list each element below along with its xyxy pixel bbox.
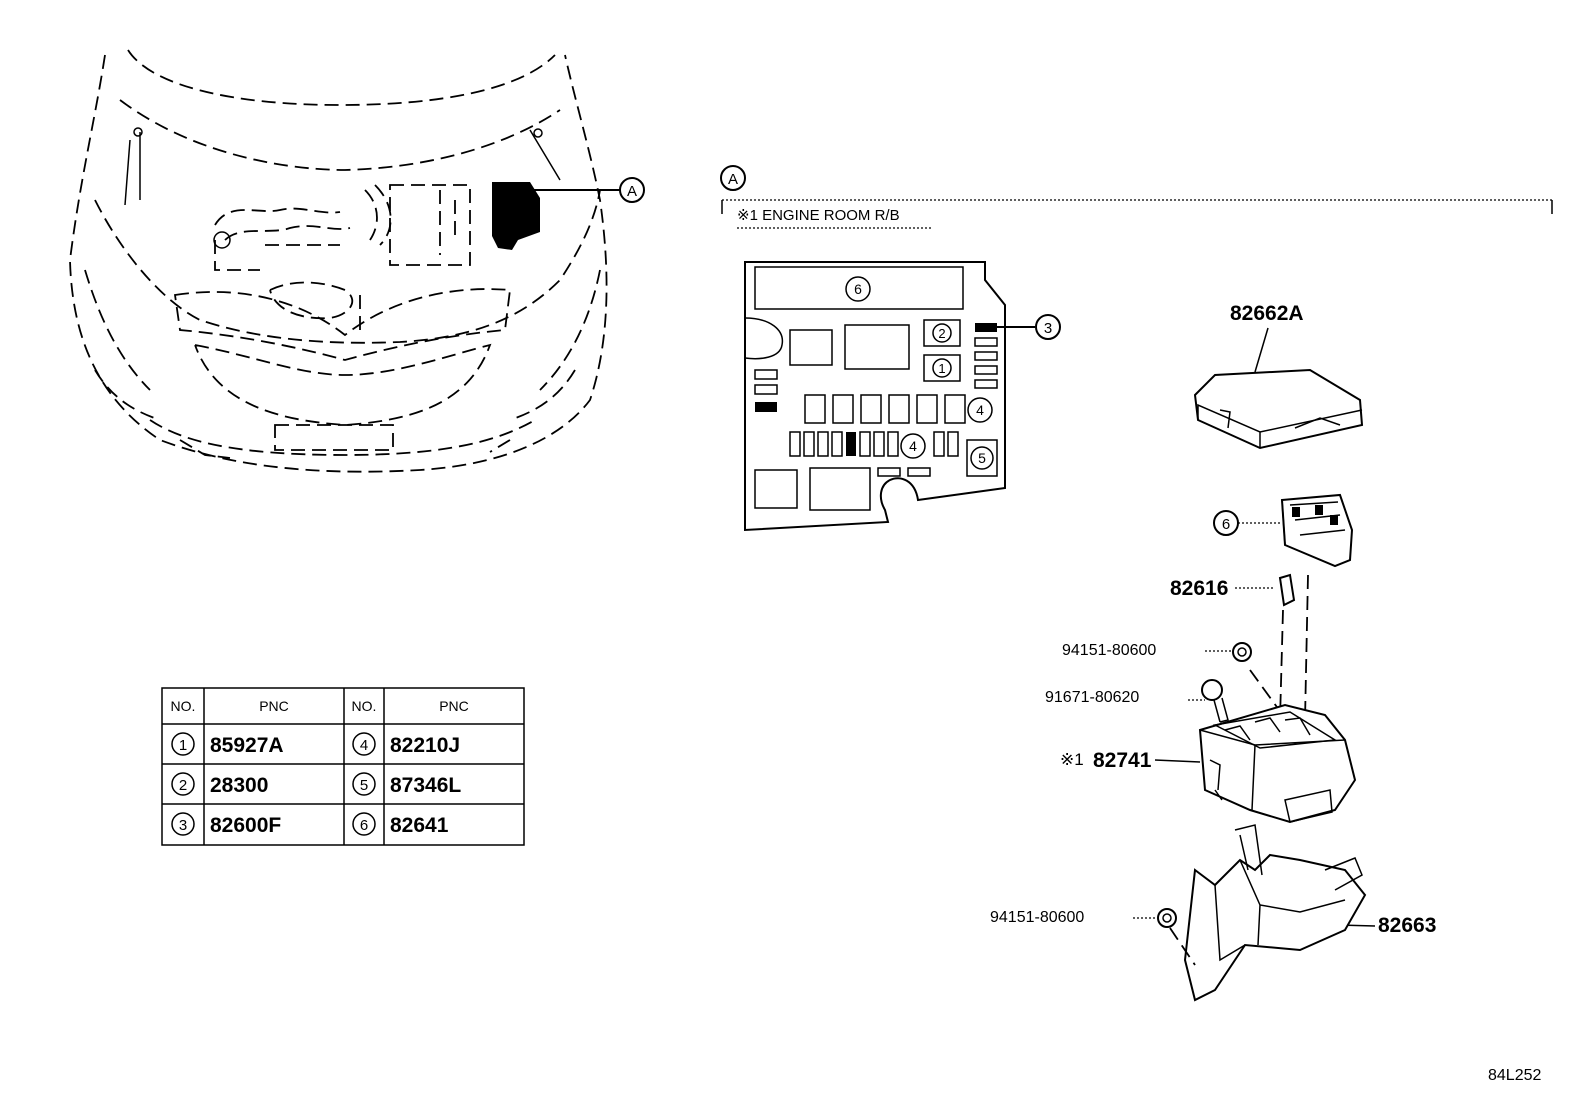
- part-box-mark: ※1: [1060, 750, 1084, 769]
- table-header-pnc-2: PNC: [439, 698, 469, 714]
- table-row-1-pnc-2: 82210J: [390, 734, 460, 757]
- table-row-3-no-1: 3: [179, 817, 187, 834]
- vehicle-illustration: A: [69, 49, 645, 473]
- layout-label-6: 6: [854, 281, 862, 297]
- layout-label-4a: 4: [976, 402, 984, 418]
- table-row-3-pnc-2: 82641: [390, 814, 449, 837]
- part-82663-label: 82663: [1378, 914, 1436, 937]
- part-item6-callout: 6: [1222, 516, 1230, 533]
- table-row-2-pnc-2: 87346L: [390, 774, 461, 797]
- relay-box-layout: 6 2 1 3 4: [744, 261, 1061, 532]
- section-a-label: A: [728, 171, 738, 188]
- table-row-1-no-1: 1: [179, 737, 187, 754]
- layout-label-4b: 4: [909, 438, 917, 454]
- layout-label-5: 5: [978, 450, 986, 466]
- table-row-1-pnc-1: 85927A: [210, 734, 284, 757]
- callout-a-label: A: [627, 183, 637, 200]
- table-header-no-1: NO.: [171, 698, 196, 714]
- part-bolt-label: 91671-80620: [1045, 689, 1139, 706]
- table-header-pnc-1: PNC: [259, 698, 289, 714]
- section-a-header: A ※1 ENGINE ROOM R/B: [720, 165, 1553, 229]
- part-82741-label: 82741: [1093, 749, 1152, 772]
- pnc-table: NO. PNC NO. PNC 1 85927A 4 82210J 2 2830…: [161, 687, 525, 846]
- section-title: ※1 ENGINE ROOM R/B: [737, 207, 900, 224]
- table-row-3-no-2: 6: [360, 817, 368, 834]
- table-header-no-2: NO.: [352, 698, 377, 714]
- exploded-parts: 82662A 6 82616 94151-80600 91671-80620: [990, 302, 1436, 1002]
- layout-label-2: 2: [938, 326, 945, 341]
- layout-label-3: 3: [1044, 320, 1052, 337]
- table-row-3-pnc-1: 82600F: [210, 814, 281, 837]
- part-82662a-label: 82662A: [1230, 302, 1304, 325]
- part-screw-bottom-label: 94151-80600: [990, 909, 1084, 926]
- table-row-2-pnc-1: 28300: [210, 774, 268, 797]
- layout-label-1: 1: [938, 361, 945, 376]
- part-screw-top-label: 94151-80600: [1062, 642, 1156, 659]
- table-row-1-no-2: 4: [360, 737, 368, 754]
- part-82616-label: 82616: [1170, 577, 1228, 600]
- table-row-2-no-1: 2: [179, 777, 187, 794]
- diagram-code: 84L252: [1488, 1067, 1541, 1084]
- table-row-2-no-2: 5: [360, 777, 368, 794]
